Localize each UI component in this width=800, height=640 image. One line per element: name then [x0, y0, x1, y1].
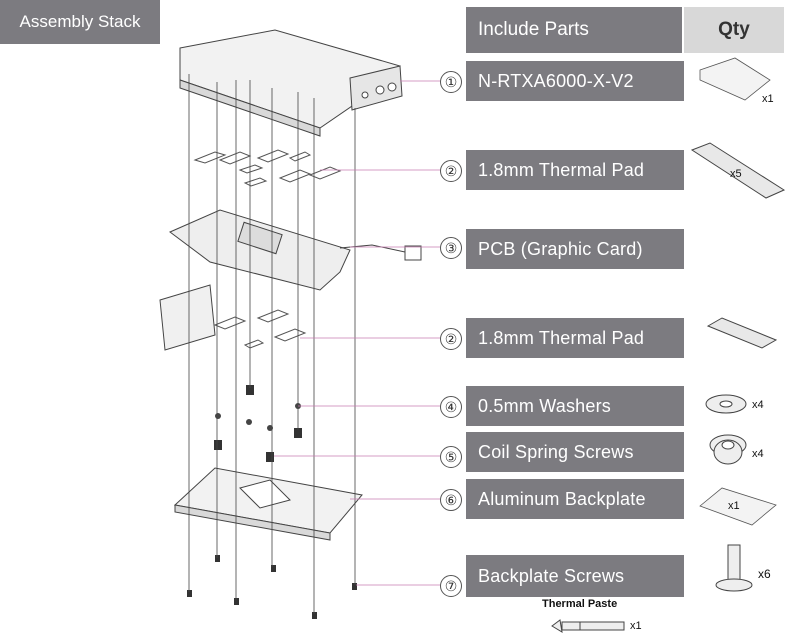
- pcb-part: [169, 209, 422, 291]
- section-title: Assembly Stack: [0, 0, 160, 44]
- qty-washers: x4: [752, 399, 764, 411]
- part-number-1: ①: [440, 71, 462, 93]
- thermal-paste-syringe: [551, 619, 625, 633]
- qty-thumbnail-backplate-screw: [715, 544, 753, 592]
- backplate-screws-diagram: [187, 555, 357, 619]
- thermal-paste-label: Thermal Paste: [542, 598, 618, 610]
- include-parts-header: Include Parts: [466, 7, 682, 53]
- qty-backplate-screws: x6: [758, 567, 771, 581]
- qty-thumbnail-coil-screw: [709, 434, 747, 465]
- part-label-backplate: Aluminum Backplate: [466, 479, 684, 519]
- thermal-pad-upper: [193, 149, 342, 187]
- part-number-7: ⑦: [440, 575, 462, 597]
- qty-thumbnail-backplate: [699, 487, 777, 526]
- qty-header: Qty: [684, 7, 784, 53]
- alignment-lines: [188, 74, 356, 614]
- backplate-part: [173, 467, 363, 541]
- part-number-5: ⑤: [440, 446, 462, 468]
- waterblock-part: [179, 29, 403, 137]
- part-number-2: ②: [440, 160, 462, 182]
- part-label-waterblock: N-RTXA6000-X-V2: [466, 61, 684, 101]
- qty-thumbnail-thermal-pad-x5: [690, 142, 786, 199]
- qty-thumbnail-waterblock: [699, 57, 771, 101]
- qty-thumbnail-thermal-pad: [706, 317, 778, 349]
- qty-thumbnail-washer: [705, 394, 747, 414]
- part-number-6: ⑥: [440, 489, 462, 511]
- coil-screws-diagram: [214, 385, 302, 462]
- washers-diagram: [215, 403, 301, 431]
- qty-coil-screws: x4: [752, 448, 764, 460]
- part-number-3: ③: [440, 237, 462, 259]
- leader-lines: [274, 80, 440, 586]
- part-label-coil-spring-screws: Coil Spring Screws: [466, 432, 684, 472]
- qty-thermal-paste: x1: [630, 620, 642, 632]
- thermal-pad-lower: [213, 309, 307, 349]
- part-label-thermal-pad-upper: 1.8mm Thermal Pad: [466, 150, 684, 190]
- bracket-part: [159, 284, 216, 351]
- qty-backplate: x1: [728, 500, 740, 512]
- part-label-pcb: PCB (Graphic Card): [466, 229, 684, 269]
- part-label-washers: 0.5mm Washers: [466, 386, 684, 426]
- qty-waterblock: x1: [762, 93, 774, 105]
- part-number-4: ④: [440, 396, 462, 418]
- part-label-thermal-pad-lower: 1.8mm Thermal Pad: [466, 318, 684, 358]
- part-number-2-lower: ②: [440, 328, 462, 350]
- part-label-backplate-screws: Backplate Screws: [466, 555, 684, 597]
- qty-thermal-pad: x5: [730, 168, 742, 180]
